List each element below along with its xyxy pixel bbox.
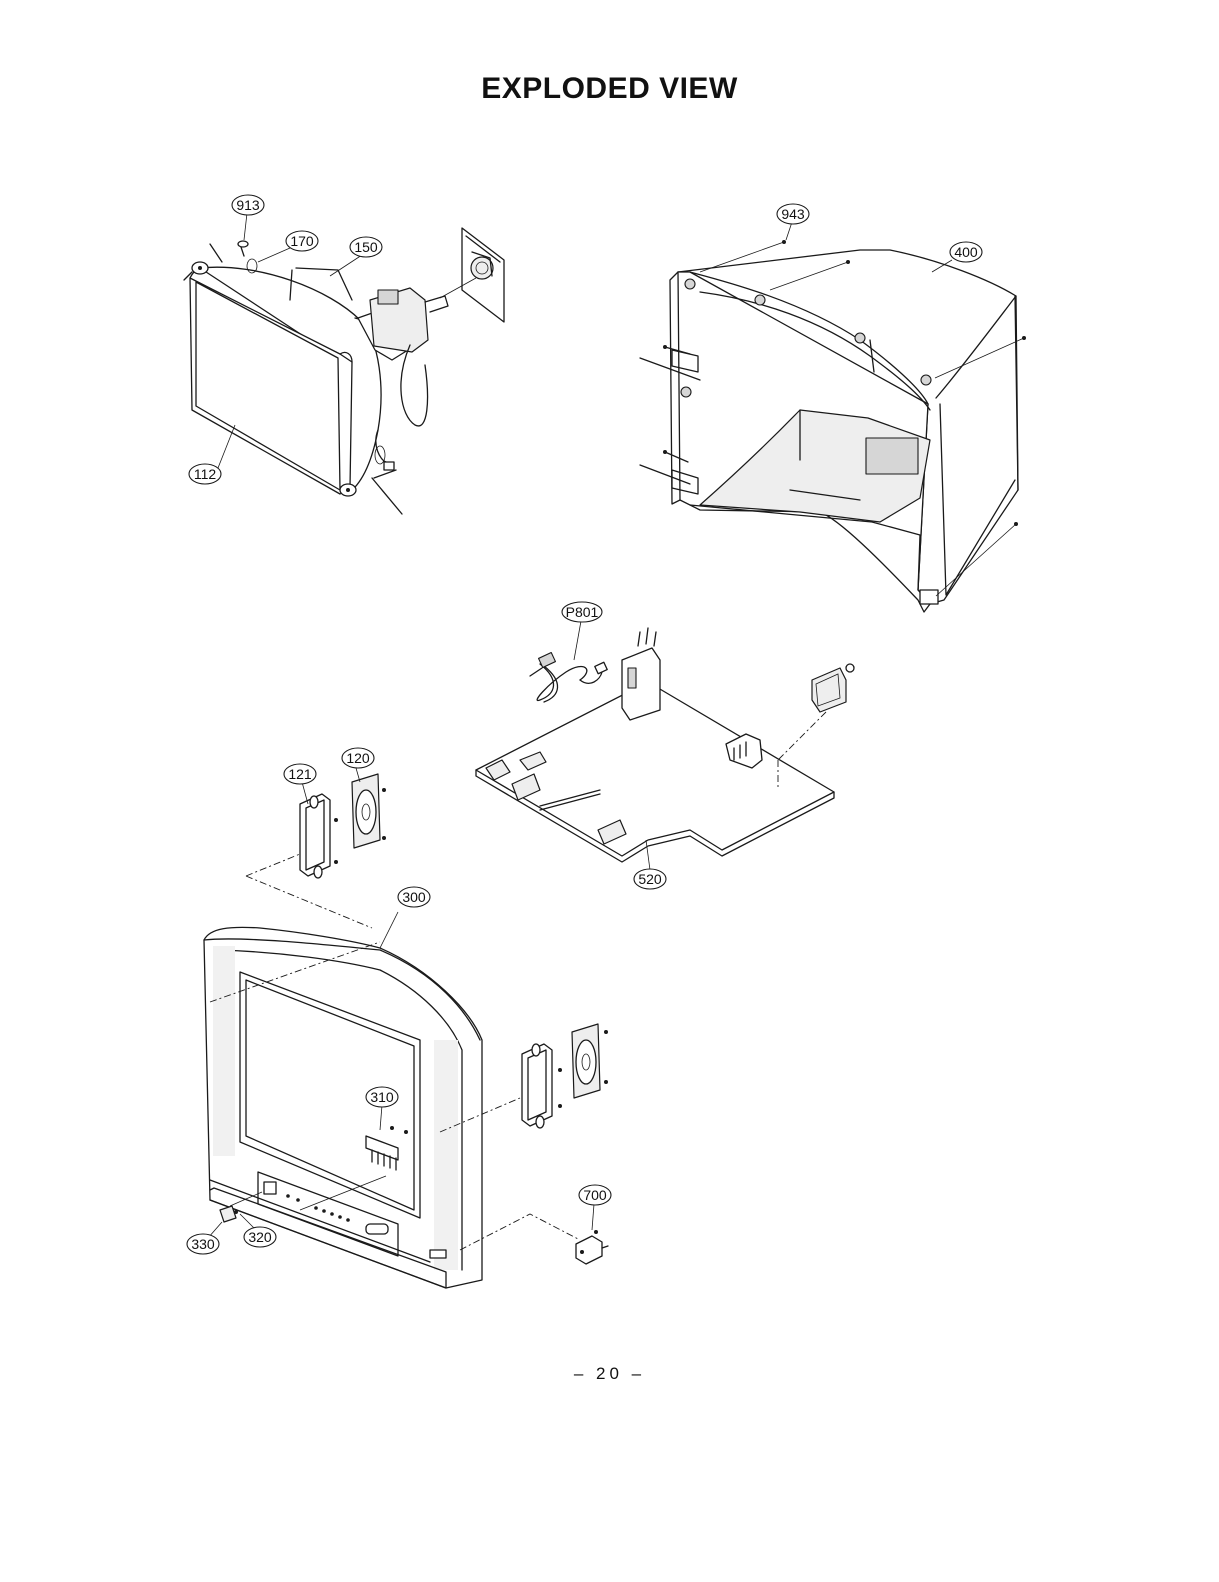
callout-label: 150: [354, 239, 378, 255]
main-chassis-board: [476, 628, 854, 870]
callout-300: 300: [398, 887, 430, 907]
callout-label: 700: [583, 1187, 607, 1203]
back-cover: [640, 222, 1026, 612]
speaker-assembly-right: [522, 1024, 608, 1128]
callout-label: 170: [290, 233, 314, 249]
callout-label: 330: [191, 1236, 215, 1252]
callout-label: 400: [954, 244, 978, 260]
callout-label: 520: [638, 871, 662, 887]
callout-330: 330: [187, 1234, 219, 1254]
callout-400: 400: [950, 242, 982, 262]
picture-tube-assembly: [184, 213, 448, 514]
callout-label: 320: [248, 1229, 272, 1245]
callout-120: 120: [342, 748, 374, 768]
speaker-assembly-left: [300, 768, 386, 878]
av-jack-module: [576, 1204, 608, 1264]
callout-label: P801: [566, 604, 599, 620]
power-cord: [530, 621, 607, 702]
callout-121: 121: [284, 764, 316, 784]
callout-label: 913: [236, 197, 260, 213]
callout-320: 320: [244, 1227, 276, 1247]
callout-label: 121: [288, 766, 312, 782]
callout-p801: P801: [562, 602, 602, 622]
callout-label: 120: [346, 750, 370, 766]
callout-label: 300: [402, 889, 426, 905]
callout-112: 112: [189, 464, 221, 484]
callout-170: 170: [286, 231, 318, 251]
callout-150: 150: [350, 237, 382, 257]
page-number: – 20 –: [0, 1364, 1219, 1384]
callout-label: 112: [194, 466, 217, 482]
callout-label: 310: [370, 1089, 394, 1105]
callout-943: 943: [777, 204, 809, 224]
callout-label: 943: [781, 206, 805, 222]
callout-520: 520: [634, 869, 666, 889]
callout-700: 700: [579, 1185, 611, 1205]
callout-913: 913: [232, 195, 264, 215]
crt-socket-board: [440, 228, 504, 322]
callout-310: 310: [366, 1087, 398, 1107]
